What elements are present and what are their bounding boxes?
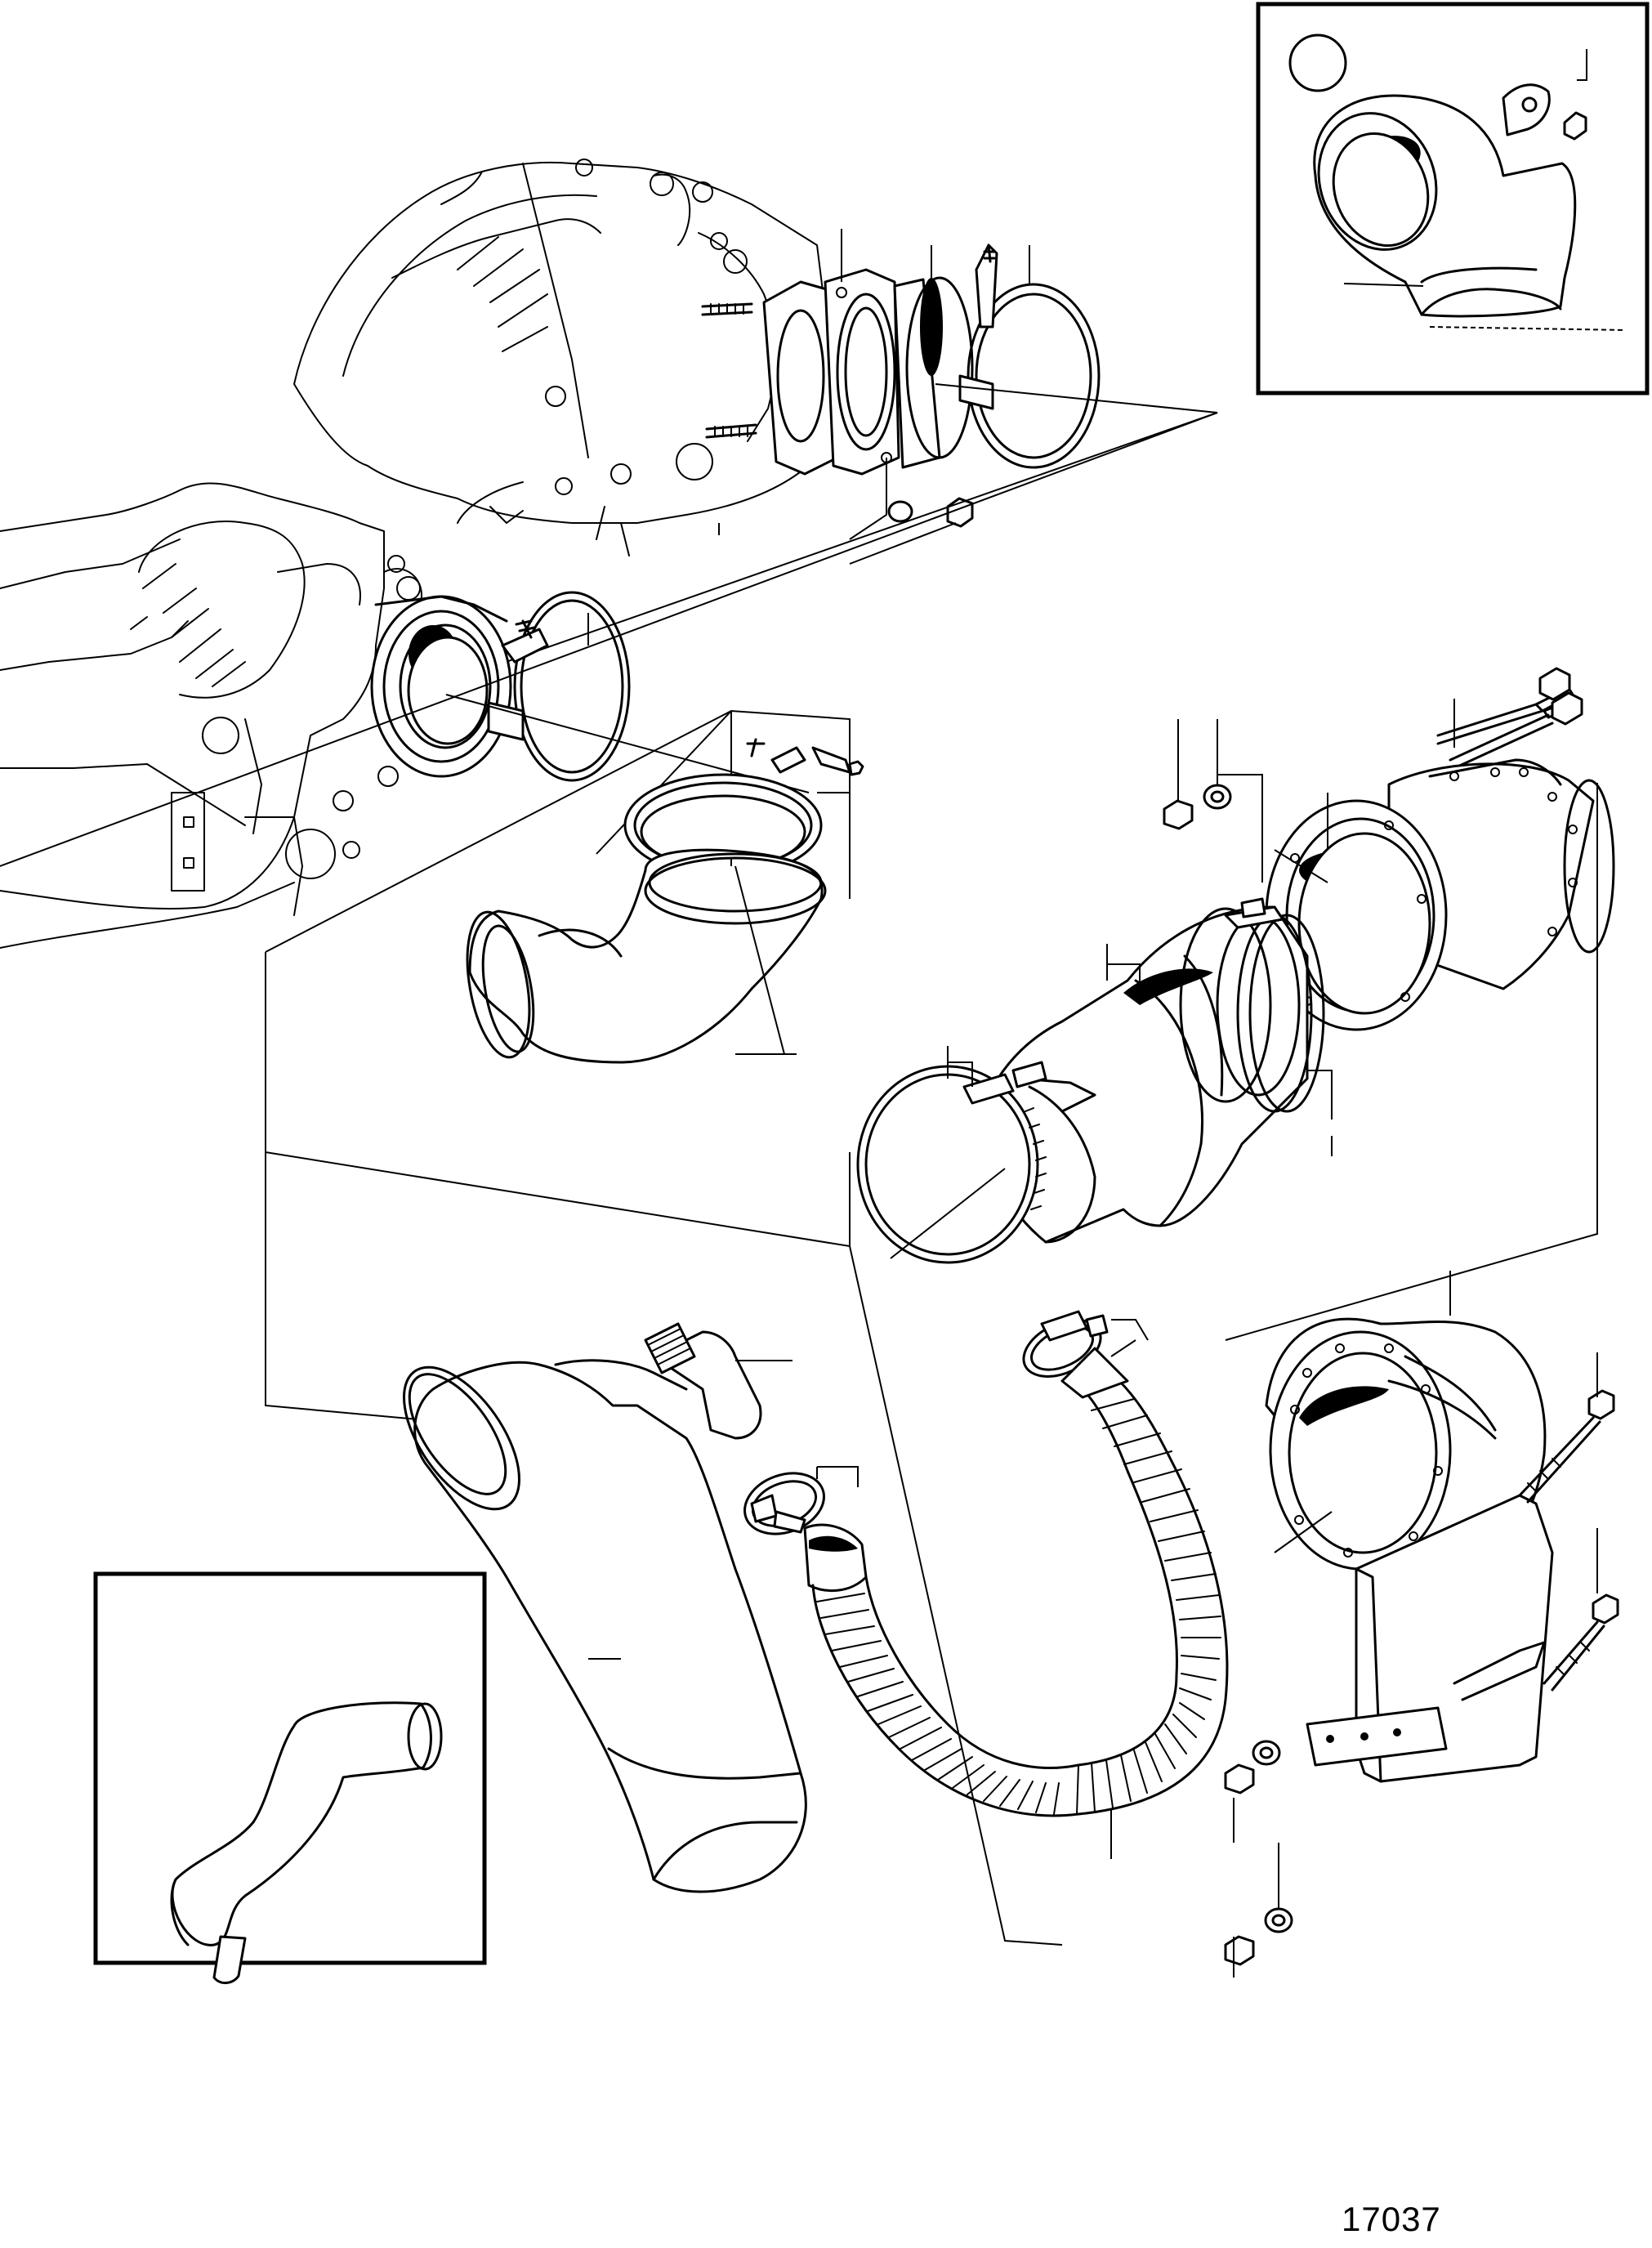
drawing-number: 17037 — [1342, 2200, 1441, 2238]
riser-flange-assembly — [856, 667, 1615, 1264]
inset-elbow-detail — [1256, 2, 1650, 396]
frame-lines — [0, 412, 1598, 1946]
elbow-and-clamp — [466, 738, 864, 1064]
lower-exhaust-pipe — [403, 1310, 1229, 1893]
engine-turbo-upper — [293, 159, 1218, 667]
inset-s-pipe — [93, 1571, 487, 1984]
riser-outlet-and-bracket — [1224, 1271, 1619, 1978]
engine-turbo-lower — [0, 482, 810, 949]
